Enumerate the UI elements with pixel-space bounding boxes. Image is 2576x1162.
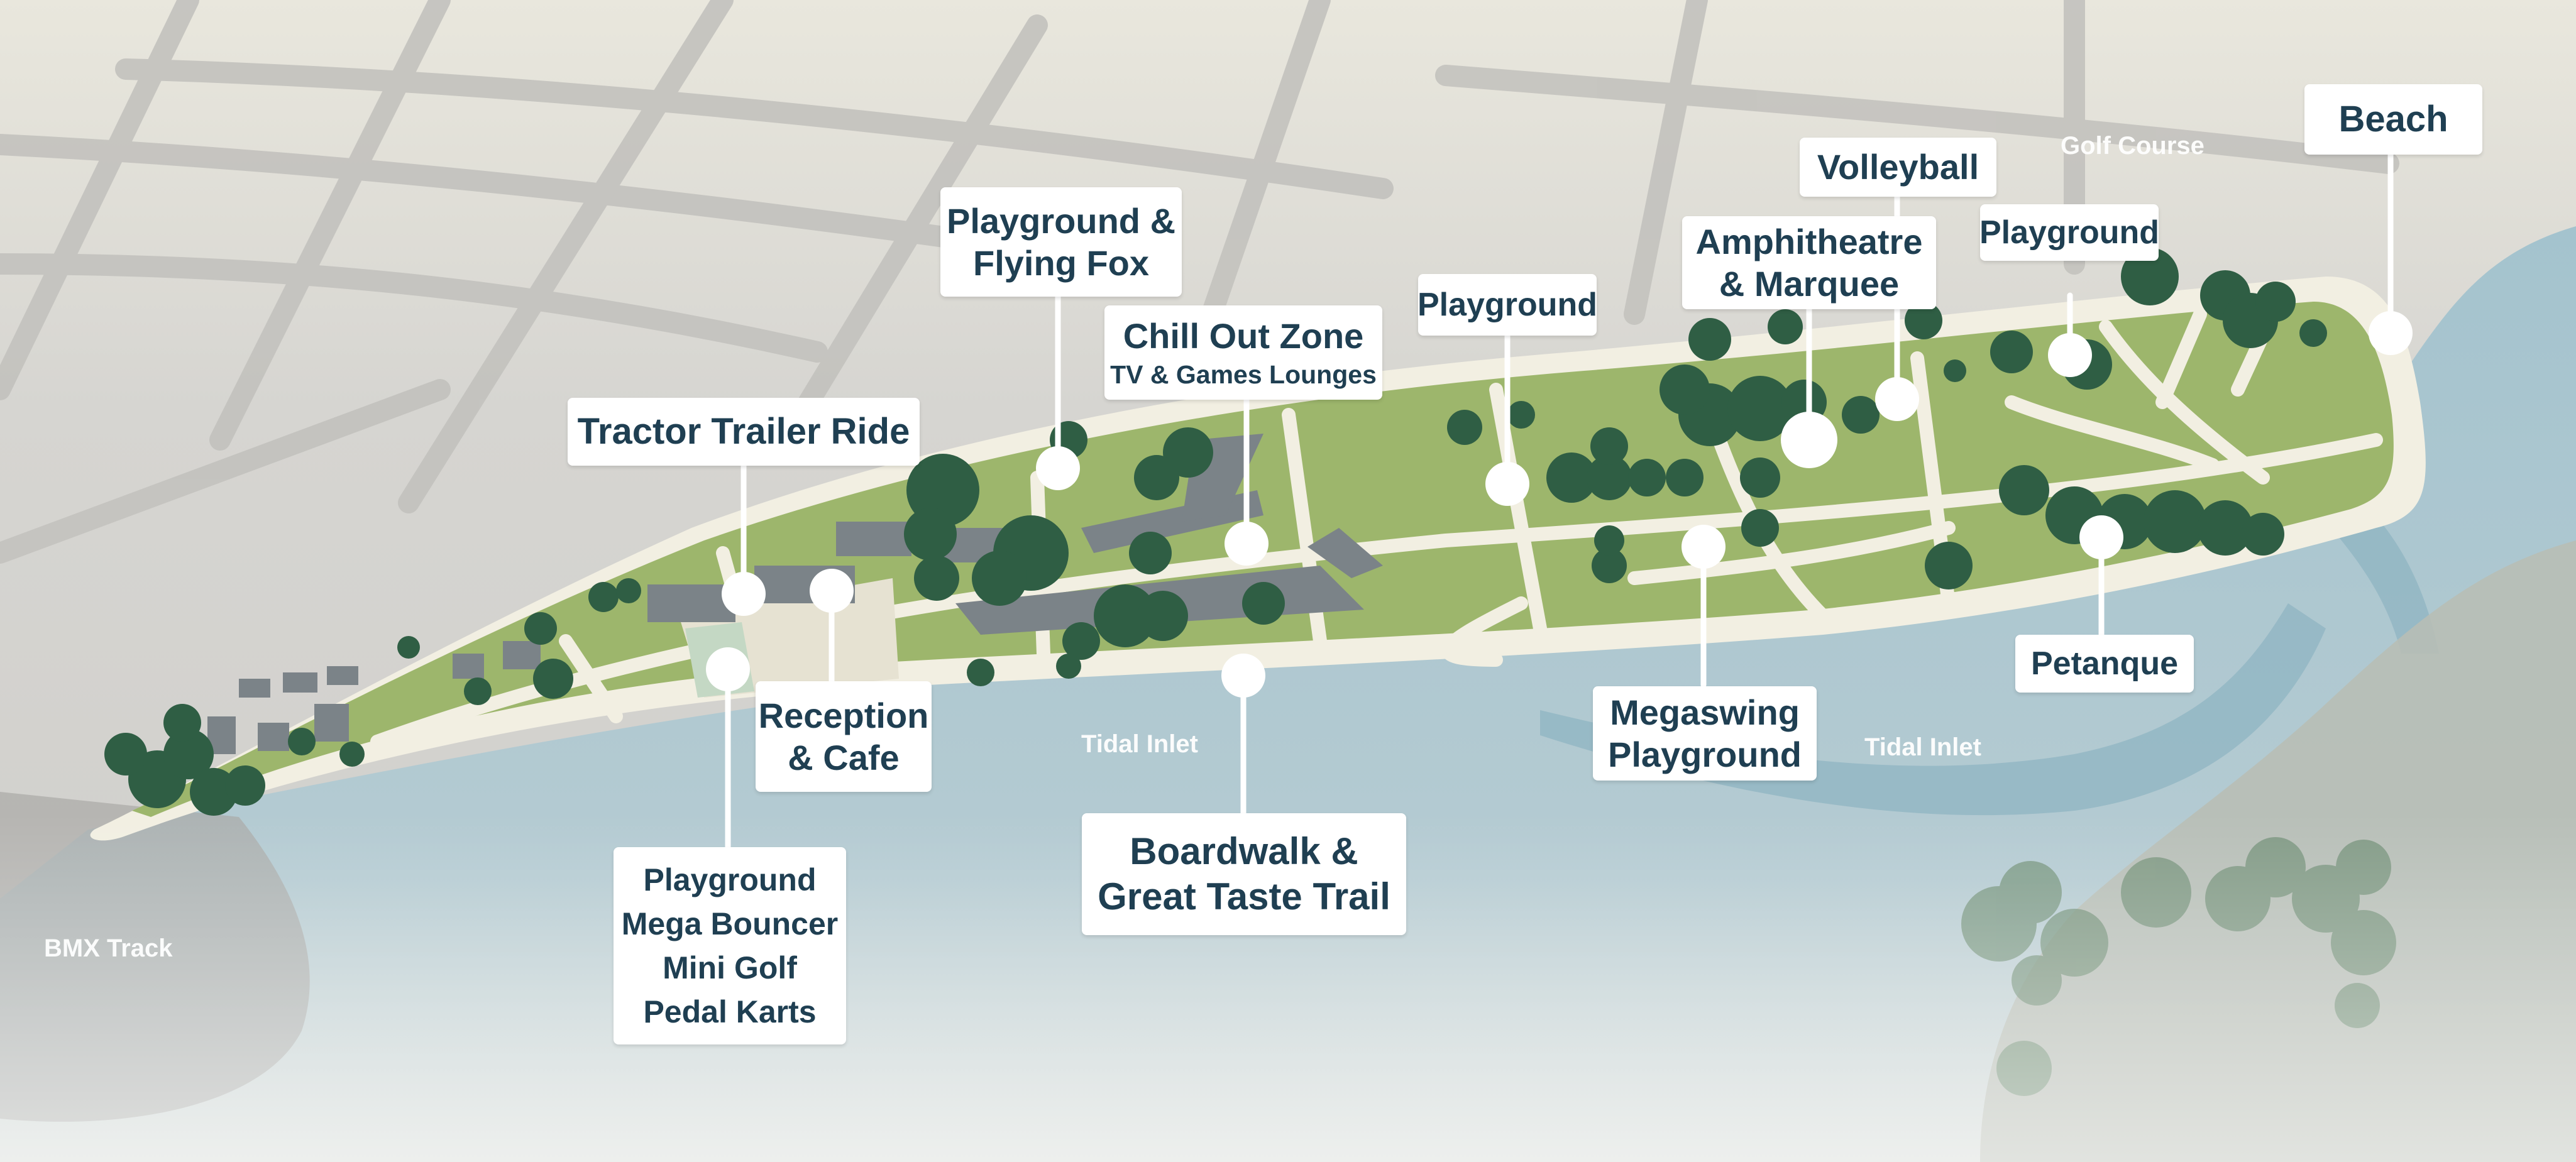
petanque-label: Petanque [2030,645,2179,682]
petanque-callout[interactable]: Petanque [2015,635,2194,693]
megaswing-marker[interactable] [1682,525,1726,569]
reception-cafe-callout[interactable]: Reception & Cafe [756,681,932,792]
playground-flying-fox-callout[interactable]: Playground & Flying Fox [940,187,1182,297]
megaswing-playground-callout[interactable]: Megaswing Playground [1593,686,1817,781]
amphitheatre-marker[interactable] [1781,412,1837,468]
boardwalk-marker[interactable] [1221,654,1265,698]
amphitheatre-marquee-callout[interactable]: Amphitheatre & Marquee [1682,216,1936,309]
playground-flying-fox-line2: Flying Fox [973,243,1149,283]
entry-activities-marker[interactable] [706,647,750,691]
amphitheatre-line1: Amphitheatre [1695,221,1923,261]
reception-cafe-line1: Reception [758,695,929,735]
beach-callout[interactable]: Beach [2304,84,2482,155]
tidal-inlet-label-east: Tidal Inlet [1864,733,1981,761]
tractor-trailer-ride-callout[interactable]: Tractor Trailer Ride [568,398,920,466]
tidal-inlet-label-west: Tidal Inlet [1081,730,1198,758]
volleyball-label: Volleyball [1817,147,1979,187]
playground-mid-marker[interactable] [1485,462,1529,506]
bmx-track-label: BMX Track [44,935,173,962]
megaswing-line1: Megaswing [1610,692,1800,732]
golf-course-label: Golf Course [2061,132,2204,160]
chill-out-zone-marker[interactable] [1225,522,1269,566]
chill-out-zone-callout[interactable]: Chill Out Zone TV & Games Lounges [1104,305,1382,400]
amphitheatre-line2: & Marquee [1719,264,1900,304]
boardwalk-great-taste-trail-callout[interactable]: Boardwalk & Great Taste Trail [1082,813,1406,935]
activity-mega-bouncer: Mega Bouncer [621,906,839,941]
playground-east-callout[interactable]: Playground [1979,204,2160,261]
tractor-trailer-ride-marker[interactable] [722,572,766,616]
chill-out-zone-title: Chill Out Zone [1123,315,1364,356]
beach-label: Beach [2338,99,2448,140]
entry-activities-callout[interactable]: Playground Mega Bouncer Mini Golf Pedal … [614,847,846,1044]
playground-east-label: Playground [1979,214,2160,251]
boardwalk-line1: Boardwalk & [1130,830,1358,872]
playground-mid-label: Playground [1417,286,1598,323]
activity-mini-golf: Mini Golf [663,950,797,985]
flying-fox-playground-marker[interactable] [1036,446,1080,490]
activity-pedal-karts: Pedal Karts [643,994,817,1029]
volleyball-marker[interactable] [1875,377,1919,421]
volleyball-callout[interactable]: Volleyball [1800,138,1996,197]
playground-mid-callout[interactable]: Playground [1417,274,1598,336]
chill-out-zone-subtitle: TV & Games Lounges [1110,360,1377,389]
boardwalk-line2: Great Taste Trail [1098,875,1390,918]
petanque-marker[interactable] [2079,515,2123,559]
playground-flying-fox-line1: Playground & [946,200,1176,241]
activity-playground: Playground [643,862,817,897]
beach-marker[interactable] [2369,311,2413,355]
reception-cafe-line2: & Cafe [788,738,900,777]
reception-marker[interactable] [810,569,854,613]
megaswing-line2: Playground [1607,735,1802,774]
playground-east-marker[interactable] [2048,333,2092,377]
tractor-trailer-ride-label: Tractor Trailer Ride [577,411,910,452]
